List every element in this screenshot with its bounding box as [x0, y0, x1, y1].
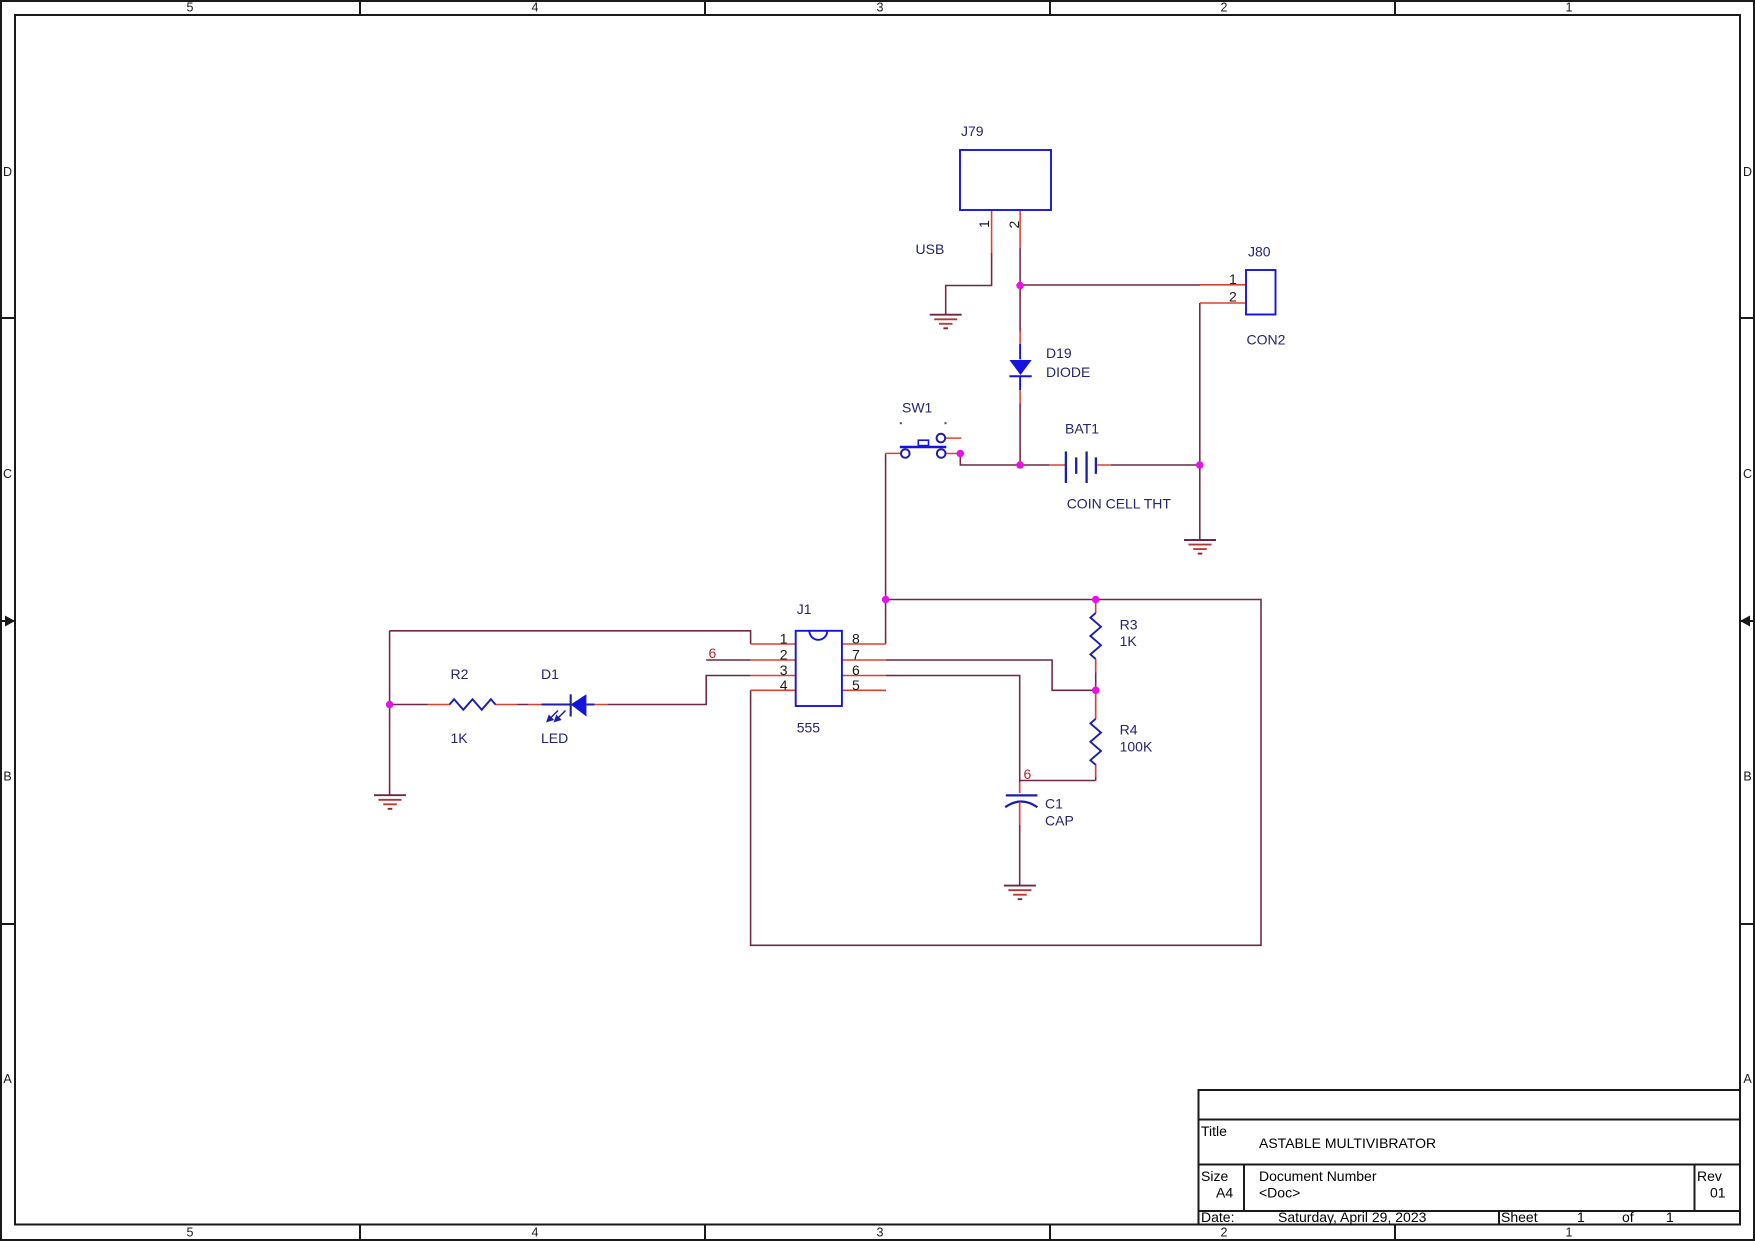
svg-text:1: 1	[1566, 1, 1573, 15]
svg-text:R2: R2	[451, 666, 469, 682]
svg-text:R4: R4	[1120, 722, 1138, 738]
svg-text:C: C	[1743, 467, 1752, 481]
svg-text:D: D	[1743, 165, 1752, 179]
svg-text:CAP: CAP	[1045, 812, 1074, 828]
svg-text:3: 3	[877, 1, 884, 15]
svg-text:3: 3	[877, 1226, 884, 1240]
svg-text:J1: J1	[797, 601, 812, 617]
svg-text:D19: D19	[1046, 345, 1072, 361]
svg-text:1: 1	[1666, 1209, 1674, 1225]
svg-text:COIN CELL THT: COIN CELL THT	[1067, 496, 1172, 512]
svg-text:Document Number: Document Number	[1259, 1168, 1377, 1184]
svg-text:3: 3	[780, 662, 788, 678]
svg-text:Saturday, April 29, 2023: Saturday, April 29, 2023	[1278, 1209, 1427, 1225]
svg-text:D1: D1	[541, 666, 559, 682]
svg-text:ASTABLE MULTIVIBRATOR: ASTABLE MULTIVIBRATOR	[1259, 1135, 1436, 1151]
svg-text:555: 555	[797, 720, 821, 736]
svg-text:C: C	[3, 467, 12, 481]
svg-text:R3: R3	[1120, 617, 1138, 633]
svg-text:Size: Size	[1201, 1168, 1228, 1184]
svg-text:5: 5	[187, 1, 194, 15]
svg-text:1K: 1K	[451, 730, 469, 746]
svg-text:1: 1	[976, 220, 992, 228]
svg-text:J80: J80	[1248, 244, 1271, 260]
svg-text:2: 2	[780, 647, 788, 663]
svg-text:6: 6	[709, 645, 717, 661]
svg-text:B: B	[1743, 770, 1751, 784]
svg-text:B: B	[3, 770, 11, 784]
svg-text:Rev: Rev	[1697, 1168, 1722, 1184]
svg-text:100K: 100K	[1120, 739, 1153, 755]
svg-text:DIODE: DIODE	[1046, 364, 1090, 380]
svg-text:A4: A4	[1216, 1185, 1233, 1201]
svg-text:4: 4	[780, 677, 788, 693]
svg-text:1: 1	[1566, 1226, 1573, 1240]
svg-text:of: of	[1622, 1209, 1634, 1225]
svg-text:USB: USB	[916, 241, 945, 257]
svg-text:1: 1	[1229, 271, 1237, 287]
svg-text:CON2: CON2	[1247, 332, 1286, 348]
svg-text:2: 2	[1221, 1, 1228, 15]
svg-text:4: 4	[532, 1, 539, 15]
svg-text:4: 4	[532, 1226, 539, 1240]
svg-text:5: 5	[852, 677, 860, 693]
svg-text:Sheet: Sheet	[1501, 1209, 1538, 1225]
svg-text:D: D	[3, 165, 12, 179]
svg-text:SW1: SW1	[902, 400, 933, 416]
svg-text:01: 01	[1710, 1185, 1726, 1201]
svg-text:6: 6	[1024, 766, 1032, 782]
svg-text:C1: C1	[1045, 796, 1063, 812]
svg-text:1: 1	[1577, 1209, 1585, 1225]
svg-text:1: 1	[780, 631, 788, 647]
svg-text:7: 7	[852, 647, 860, 663]
svg-text:Date:: Date:	[1201, 1209, 1234, 1225]
svg-text:J79: J79	[961, 123, 984, 139]
svg-text:LED: LED	[541, 730, 568, 746]
svg-text:1K: 1K	[1120, 633, 1138, 649]
svg-text:<Doc>: <Doc>	[1259, 1185, 1300, 1201]
svg-text:2: 2	[1006, 221, 1022, 229]
svg-text:6: 6	[852, 662, 860, 678]
svg-text:8: 8	[852, 631, 860, 647]
svg-text:A: A	[3, 1072, 12, 1086]
svg-text:2: 2	[1221, 1226, 1228, 1240]
svg-text:BAT1: BAT1	[1065, 421, 1099, 437]
svg-text:Title: Title	[1201, 1123, 1227, 1139]
svg-text:2: 2	[1229, 288, 1237, 304]
svg-text:5: 5	[187, 1226, 194, 1240]
svg-text:A: A	[1743, 1072, 1752, 1086]
